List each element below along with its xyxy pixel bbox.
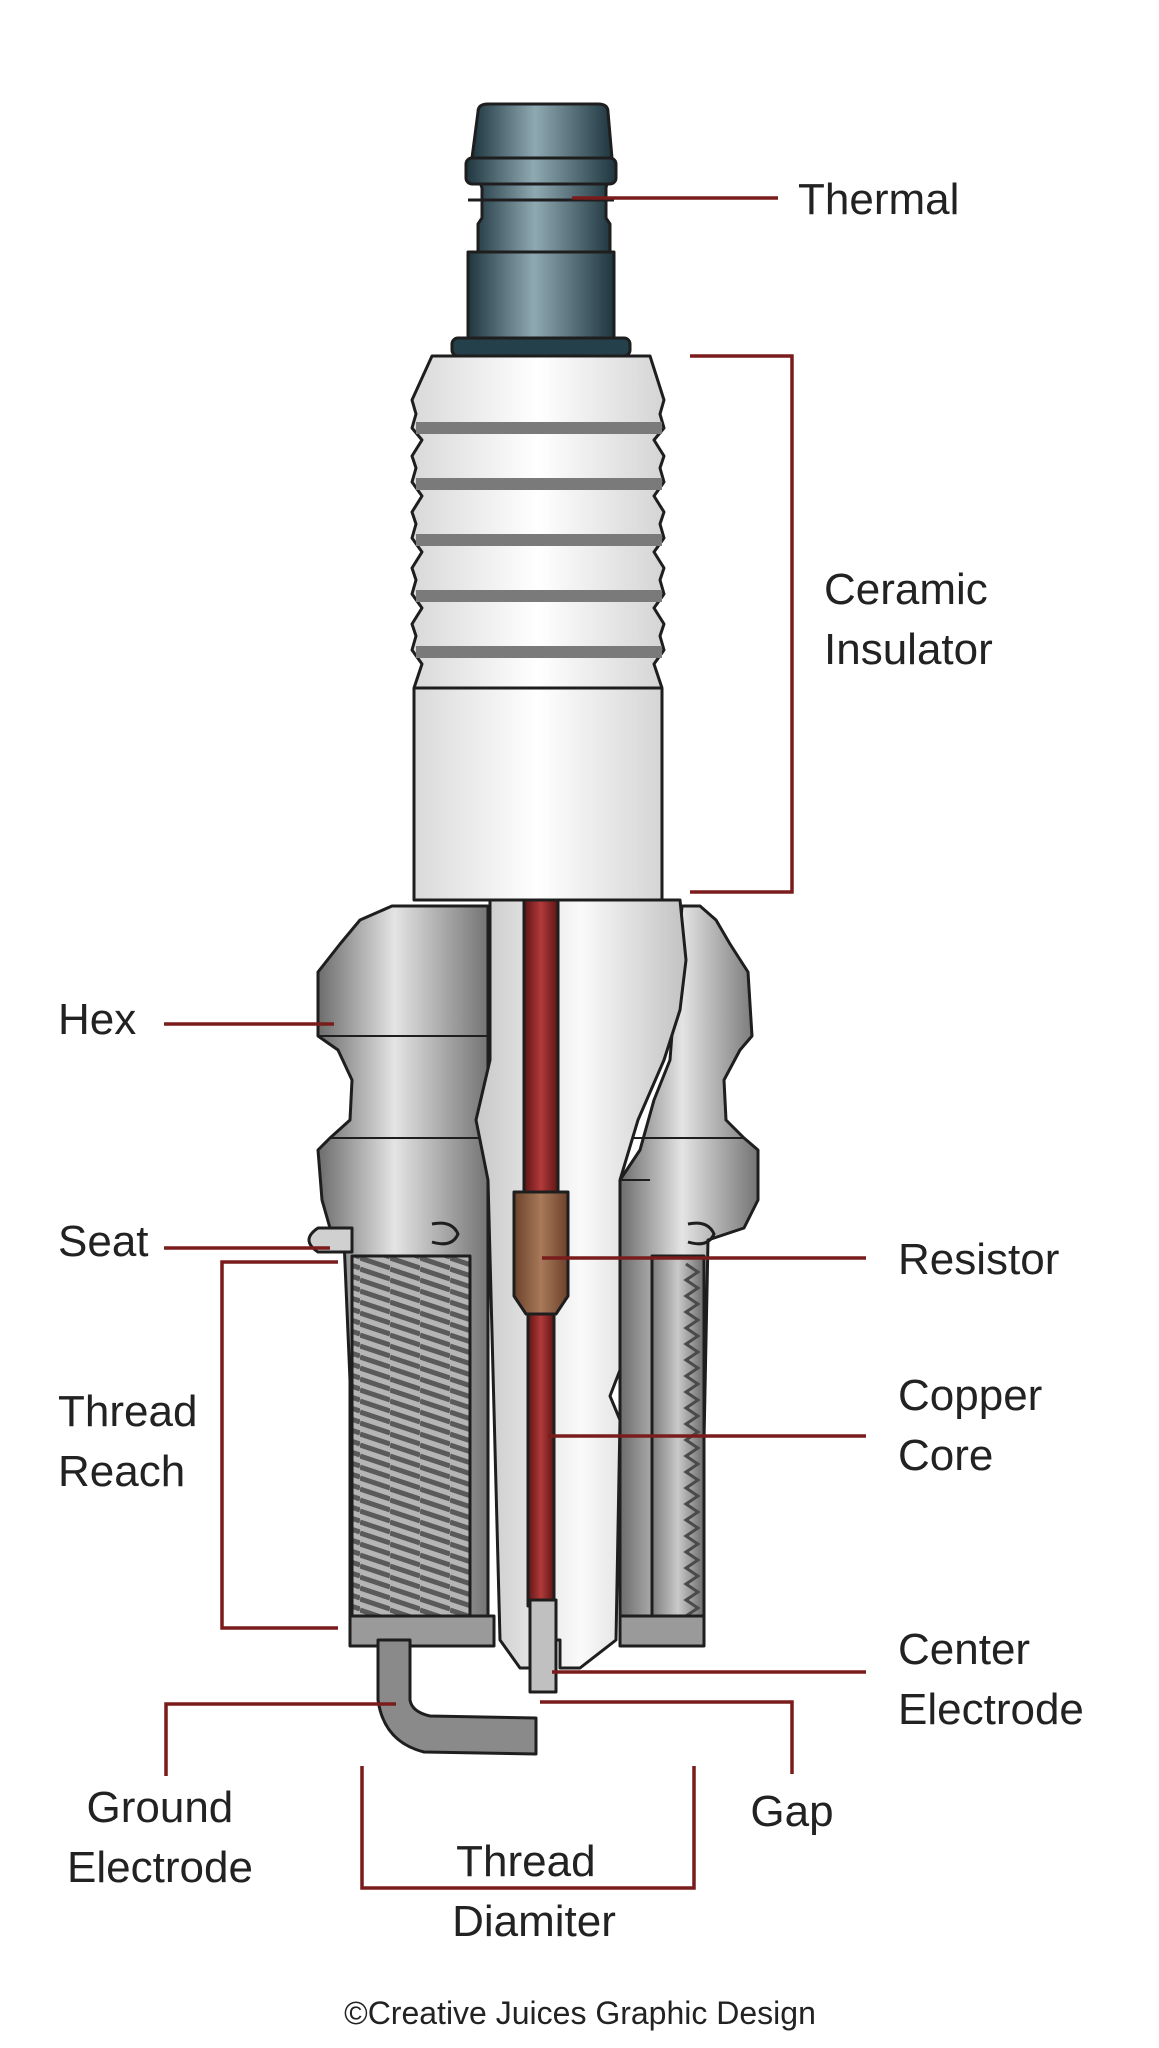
credit-text: ©Creative Juices Graphic Design bbox=[344, 1995, 816, 2031]
label-copper-core: Copper Core bbox=[898, 1371, 1055, 1480]
bracket-ceramic-insulator bbox=[690, 354, 794, 894]
center-conductor bbox=[512, 898, 570, 1694]
label-ground-electrode: Ground Electrode bbox=[67, 1783, 253, 1892]
thread-section bbox=[348, 1254, 706, 1648]
leader-ground-electrode bbox=[164, 1702, 396, 1776]
label-ceramic-insulator: Ceramic Insulator bbox=[824, 565, 1000, 674]
terminal-nut bbox=[450, 102, 632, 358]
ground-electrode bbox=[376, 1638, 538, 1756]
label-resistor: Resistor bbox=[898, 1235, 1059, 1284]
ceramic-insulator bbox=[410, 354, 666, 902]
label-seat: Seat bbox=[58, 1217, 149, 1266]
label-center-electrode: Center Electrode bbox=[898, 1625, 1084, 1734]
label-thermal: Thermal bbox=[798, 175, 959, 224]
label-thread-diameter: Thread Diamiter bbox=[452, 1837, 616, 1946]
bracket-thread-diameter bbox=[360, 1766, 696, 1890]
leader-lines bbox=[164, 196, 866, 1890]
labels: Thermal Ceramic Insulator Hex Seat Threa… bbox=[58, 175, 1084, 1946]
bracket-gap bbox=[540, 1700, 794, 1774]
bracket-thread-reach bbox=[220, 1260, 338, 1630]
label-hex: Hex bbox=[58, 995, 136, 1044]
label-gap: Gap bbox=[750, 1787, 833, 1836]
spark-plug-illustration bbox=[307, 102, 760, 1756]
label-thread-reach: Thread Reach bbox=[58, 1387, 210, 1496]
